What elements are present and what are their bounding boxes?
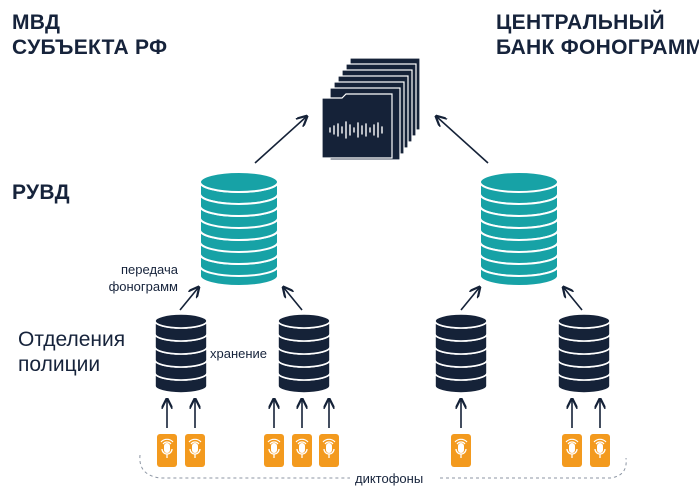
title-left-line2: СУБЪЕКТА РФ [12, 36, 168, 59]
dictaphone-icon [451, 434, 471, 467]
arrow-ruvd-to-bank-right [437, 117, 489, 164]
title-right-line2: БАНК ФОНОГРАММ [496, 36, 699, 59]
arrow-ruvd-to-bank-left [254, 117, 306, 164]
arrow-dept2-to-ruvd-left [284, 288, 303, 311]
arrow-dept3-to-ruvd-right [460, 288, 479, 311]
departments-line2: полиции [18, 353, 101, 376]
title-left-line1: МВД [12, 11, 61, 34]
title-left: МВД СУБЪЕКТА РФ [12, 10, 167, 60]
dictaphone-icon [292, 434, 312, 467]
database-server-icon [479, 171, 559, 287]
transfer-label: передача фонограмм [98, 261, 178, 295]
title-right: ЦЕНТРАЛЬНЫЙ БАНК ФОНОГРАММ [496, 10, 699, 60]
recorders-label: диктофоны [352, 470, 427, 487]
arrow-dept1-to-ruvd-left [179, 288, 198, 311]
arrow-dept4-to-ruvd-right [564, 288, 583, 311]
dictaphone-icon [264, 434, 284, 467]
dictaphone-icon [319, 434, 339, 467]
dictaphone-icon [185, 434, 205, 467]
title-right-line1: ЦЕНТРАЛЬНЫЙ [496, 11, 665, 34]
recorders-bracket [139, 454, 627, 479]
transfer-line1: передача [121, 262, 178, 277]
local-server-icon [557, 313, 611, 394]
transfer-line2: фонограмм [108, 279, 178, 294]
dictaphone-icon [562, 434, 582, 467]
audio-files-stack-icon [321, 57, 421, 161]
storage-label: хранение [210, 346, 268, 361]
dictaphone-icon [157, 434, 177, 467]
local-server-icon [277, 313, 331, 394]
level-label-ruvd: РУВД [12, 181, 70, 204]
departments-line1: Отделения [18, 328, 126, 351]
level-label-departments: Отделения полиции [18, 327, 125, 377]
local-server-icon [154, 313, 208, 394]
dictaphone-icon [590, 434, 610, 467]
database-server-icon [199, 171, 279, 287]
local-server-icon [434, 313, 488, 394]
